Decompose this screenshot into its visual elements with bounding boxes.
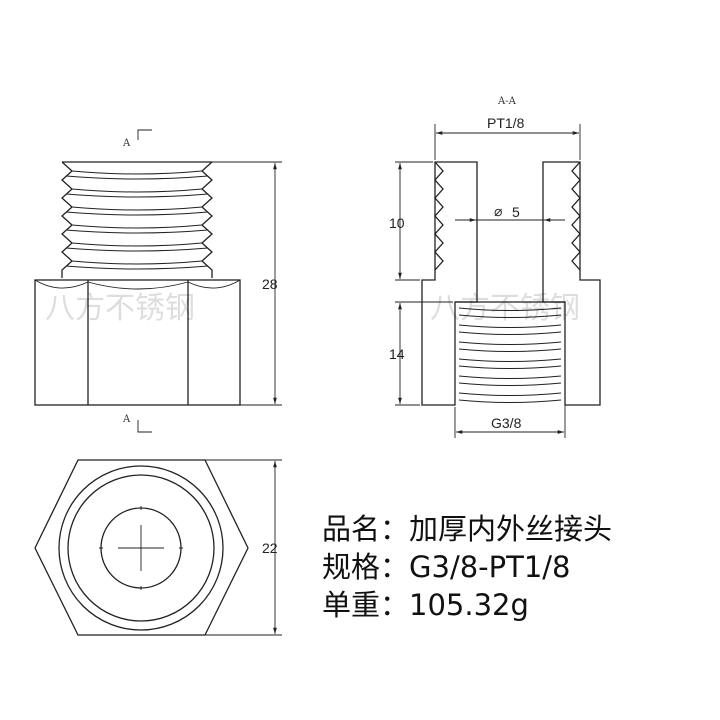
top-thread-label: PT1/8 — [487, 115, 525, 131]
external-thread — [61, 161, 213, 278]
upper-length-label: 10 — [389, 215, 405, 231]
section-arrow-top — [137, 129, 152, 140]
hex-body — [34, 279, 241, 406]
end-view: 22 — [34, 459, 282, 636]
weight-row: 单重：105.32g — [322, 582, 529, 624]
front-elevation: A A 28 八方不锈钢 — [34, 129, 282, 433]
hex-size-label: 22 — [262, 540, 278, 556]
section-marker-bottom: A — [122, 414, 131, 425]
inner-thread-label: G3/8 — [491, 415, 522, 431]
weight-value: 105.32g — [409, 588, 529, 622]
bore-diameter-label: 5 — [512, 204, 520, 220]
lower-length-label: 14 — [389, 346, 405, 362]
spec-label: 规格： — [322, 550, 410, 584]
product-name-value: 加厚内外丝接头 — [409, 512, 613, 546]
section-title: A-A — [497, 96, 517, 107]
spec-value: G3/8-PT1/8 — [409, 550, 571, 584]
product-name-row: 品名：加厚内外丝接头 — [322, 506, 612, 548]
spec-row: 规格：G3/8-PT1/8 — [322, 544, 571, 586]
product-name-label: 品名： — [322, 512, 410, 546]
section-view: A-A PT1/8 ⌀ 5 10 14 G3/8 八方不锈钢 — [389, 96, 601, 438]
watermark-right: 八方不锈钢 — [430, 291, 580, 326]
weight-label: 单重： — [322, 588, 410, 622]
bore-symbol: ⌀ — [494, 203, 502, 219]
section-marker-top: A — [122, 138, 131, 149]
watermark-left: 八方不锈钢 — [45, 291, 195, 326]
section-threads — [434, 161, 581, 403]
section-arrow-bottom — [137, 420, 152, 433]
total-length-label: 28 — [262, 276, 278, 292]
